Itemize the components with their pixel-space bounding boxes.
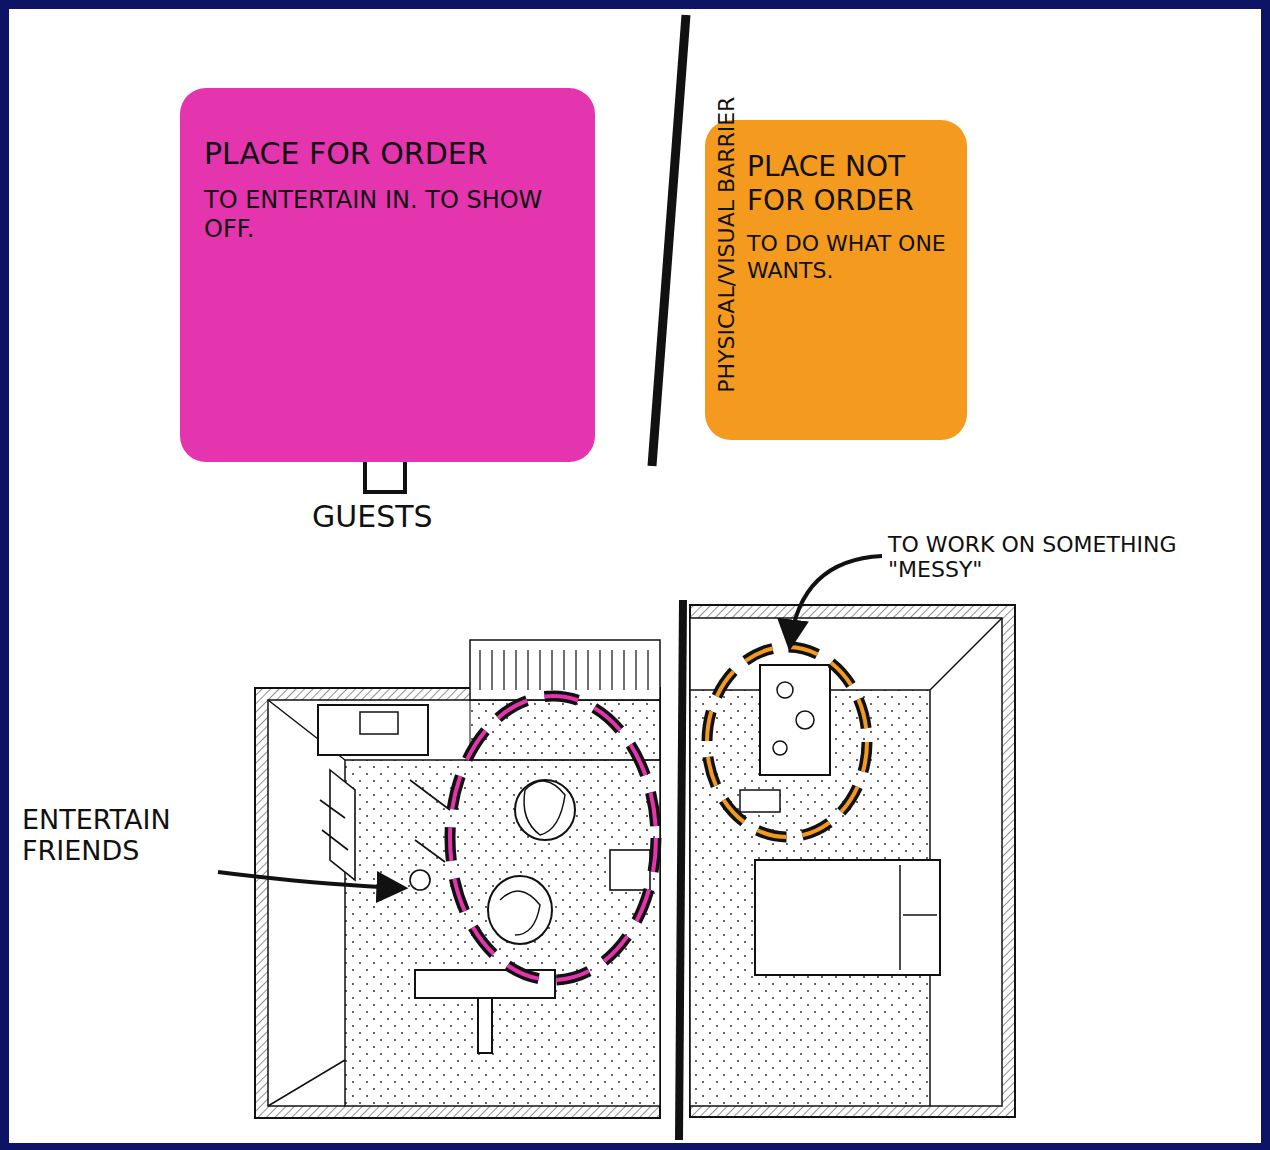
zone-heading: PLACE NOT FOR ORDER: [747, 150, 953, 217]
barrier-label: PHYSICAL/VISUAL BARRIER: [714, 15, 739, 475]
messy-zone: [707, 647, 867, 837]
barrier-line: [652, 15, 686, 466]
zone-note: TO ENTERTAIN IN. TO SHOW OFF.: [204, 186, 577, 244]
zone-heading: PLACE FOR ORDER: [204, 136, 577, 172]
leader-line: [790, 556, 882, 645]
leader-line: [218, 872, 402, 888]
zone-box: PLACE NOT FOR ORDER TO DO WHAT ONE WANTS.: [705, 120, 967, 440]
zone-note: TO DO WHAT ONE WANTS.: [747, 231, 953, 284]
zone-box: PLACE FOR ORDER TO ENTERTAIN IN. TO SHOW …: [180, 88, 595, 462]
barrier-line: [679, 600, 683, 1140]
callout-label: TO WORK ON SOMETHING "MESSY": [888, 532, 1260, 583]
entertain-zone: [450, 696, 656, 980]
guests-label: GUESTS: [312, 500, 532, 535]
callout-label: ENTERTAIN FRIENDS: [22, 804, 227, 866]
